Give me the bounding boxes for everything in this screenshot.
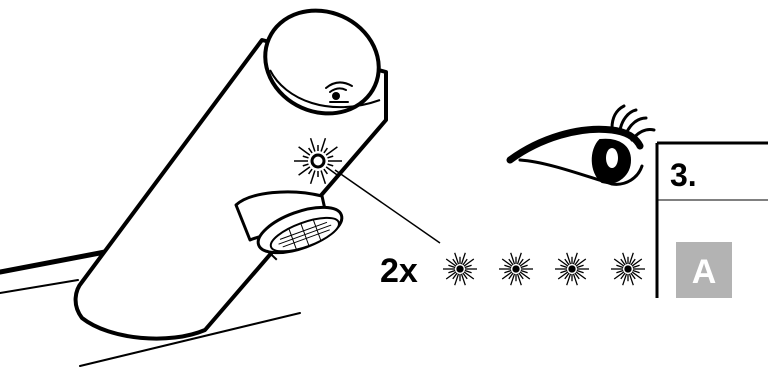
step-badge: A	[692, 253, 717, 291]
leader-line	[334, 169, 441, 244]
eye-icon	[506, 104, 656, 186]
faucet-body	[73, 38, 388, 341]
aerator	[256, 205, 344, 261]
step-badge-bg	[676, 242, 732, 298]
flash-icon	[555, 252, 589, 286]
flash-row	[443, 252, 645, 286]
faucet	[73, 8, 388, 341]
flash-icon	[611, 252, 645, 286]
flash-icon	[499, 252, 533, 286]
sensor-icon	[325, 81, 353, 103]
step-number: 3.	[670, 157, 697, 193]
flash-count-label: 2x	[380, 252, 418, 290]
flash-icon	[443, 252, 477, 286]
step-box: 3. A	[655, 141, 768, 298]
led-flash-icon	[294, 137, 342, 185]
countertop	[0, 249, 301, 367]
faucet-top-cap	[263, 8, 381, 116]
